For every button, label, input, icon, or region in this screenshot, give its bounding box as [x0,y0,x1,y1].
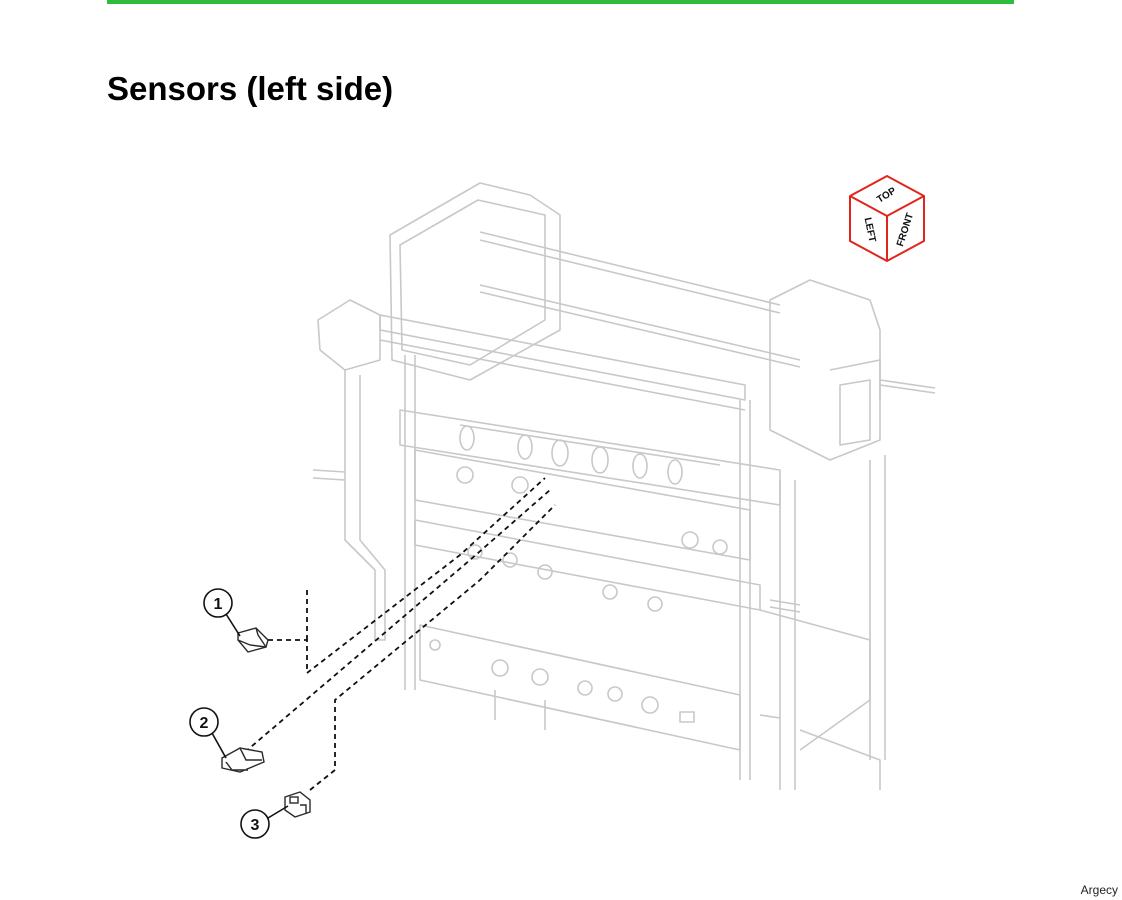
top-accent-rule [107,0,1014,4]
callout-2-label: 2 [200,715,209,732]
callout-2: 2 [189,707,227,759]
callout-1-label: 1 [214,596,223,613]
cube-left-label: LEFT [862,217,878,244]
callout-1: 1 [203,588,241,637]
watermark: Argecy [1080,883,1118,897]
page-title: Sensors (left side) [107,70,394,107]
sensor-part-1 [237,627,269,653]
callout-3-label: 3 [251,817,260,834]
orientation-cube-icon: TOP LEFT FRONT [849,175,925,262]
leader-lines [244,477,556,791]
printer-frame [312,182,936,790]
sensor-part-2 [221,747,265,773]
callout-3: 3 [240,805,289,839]
sensor-part-3 [284,791,311,818]
